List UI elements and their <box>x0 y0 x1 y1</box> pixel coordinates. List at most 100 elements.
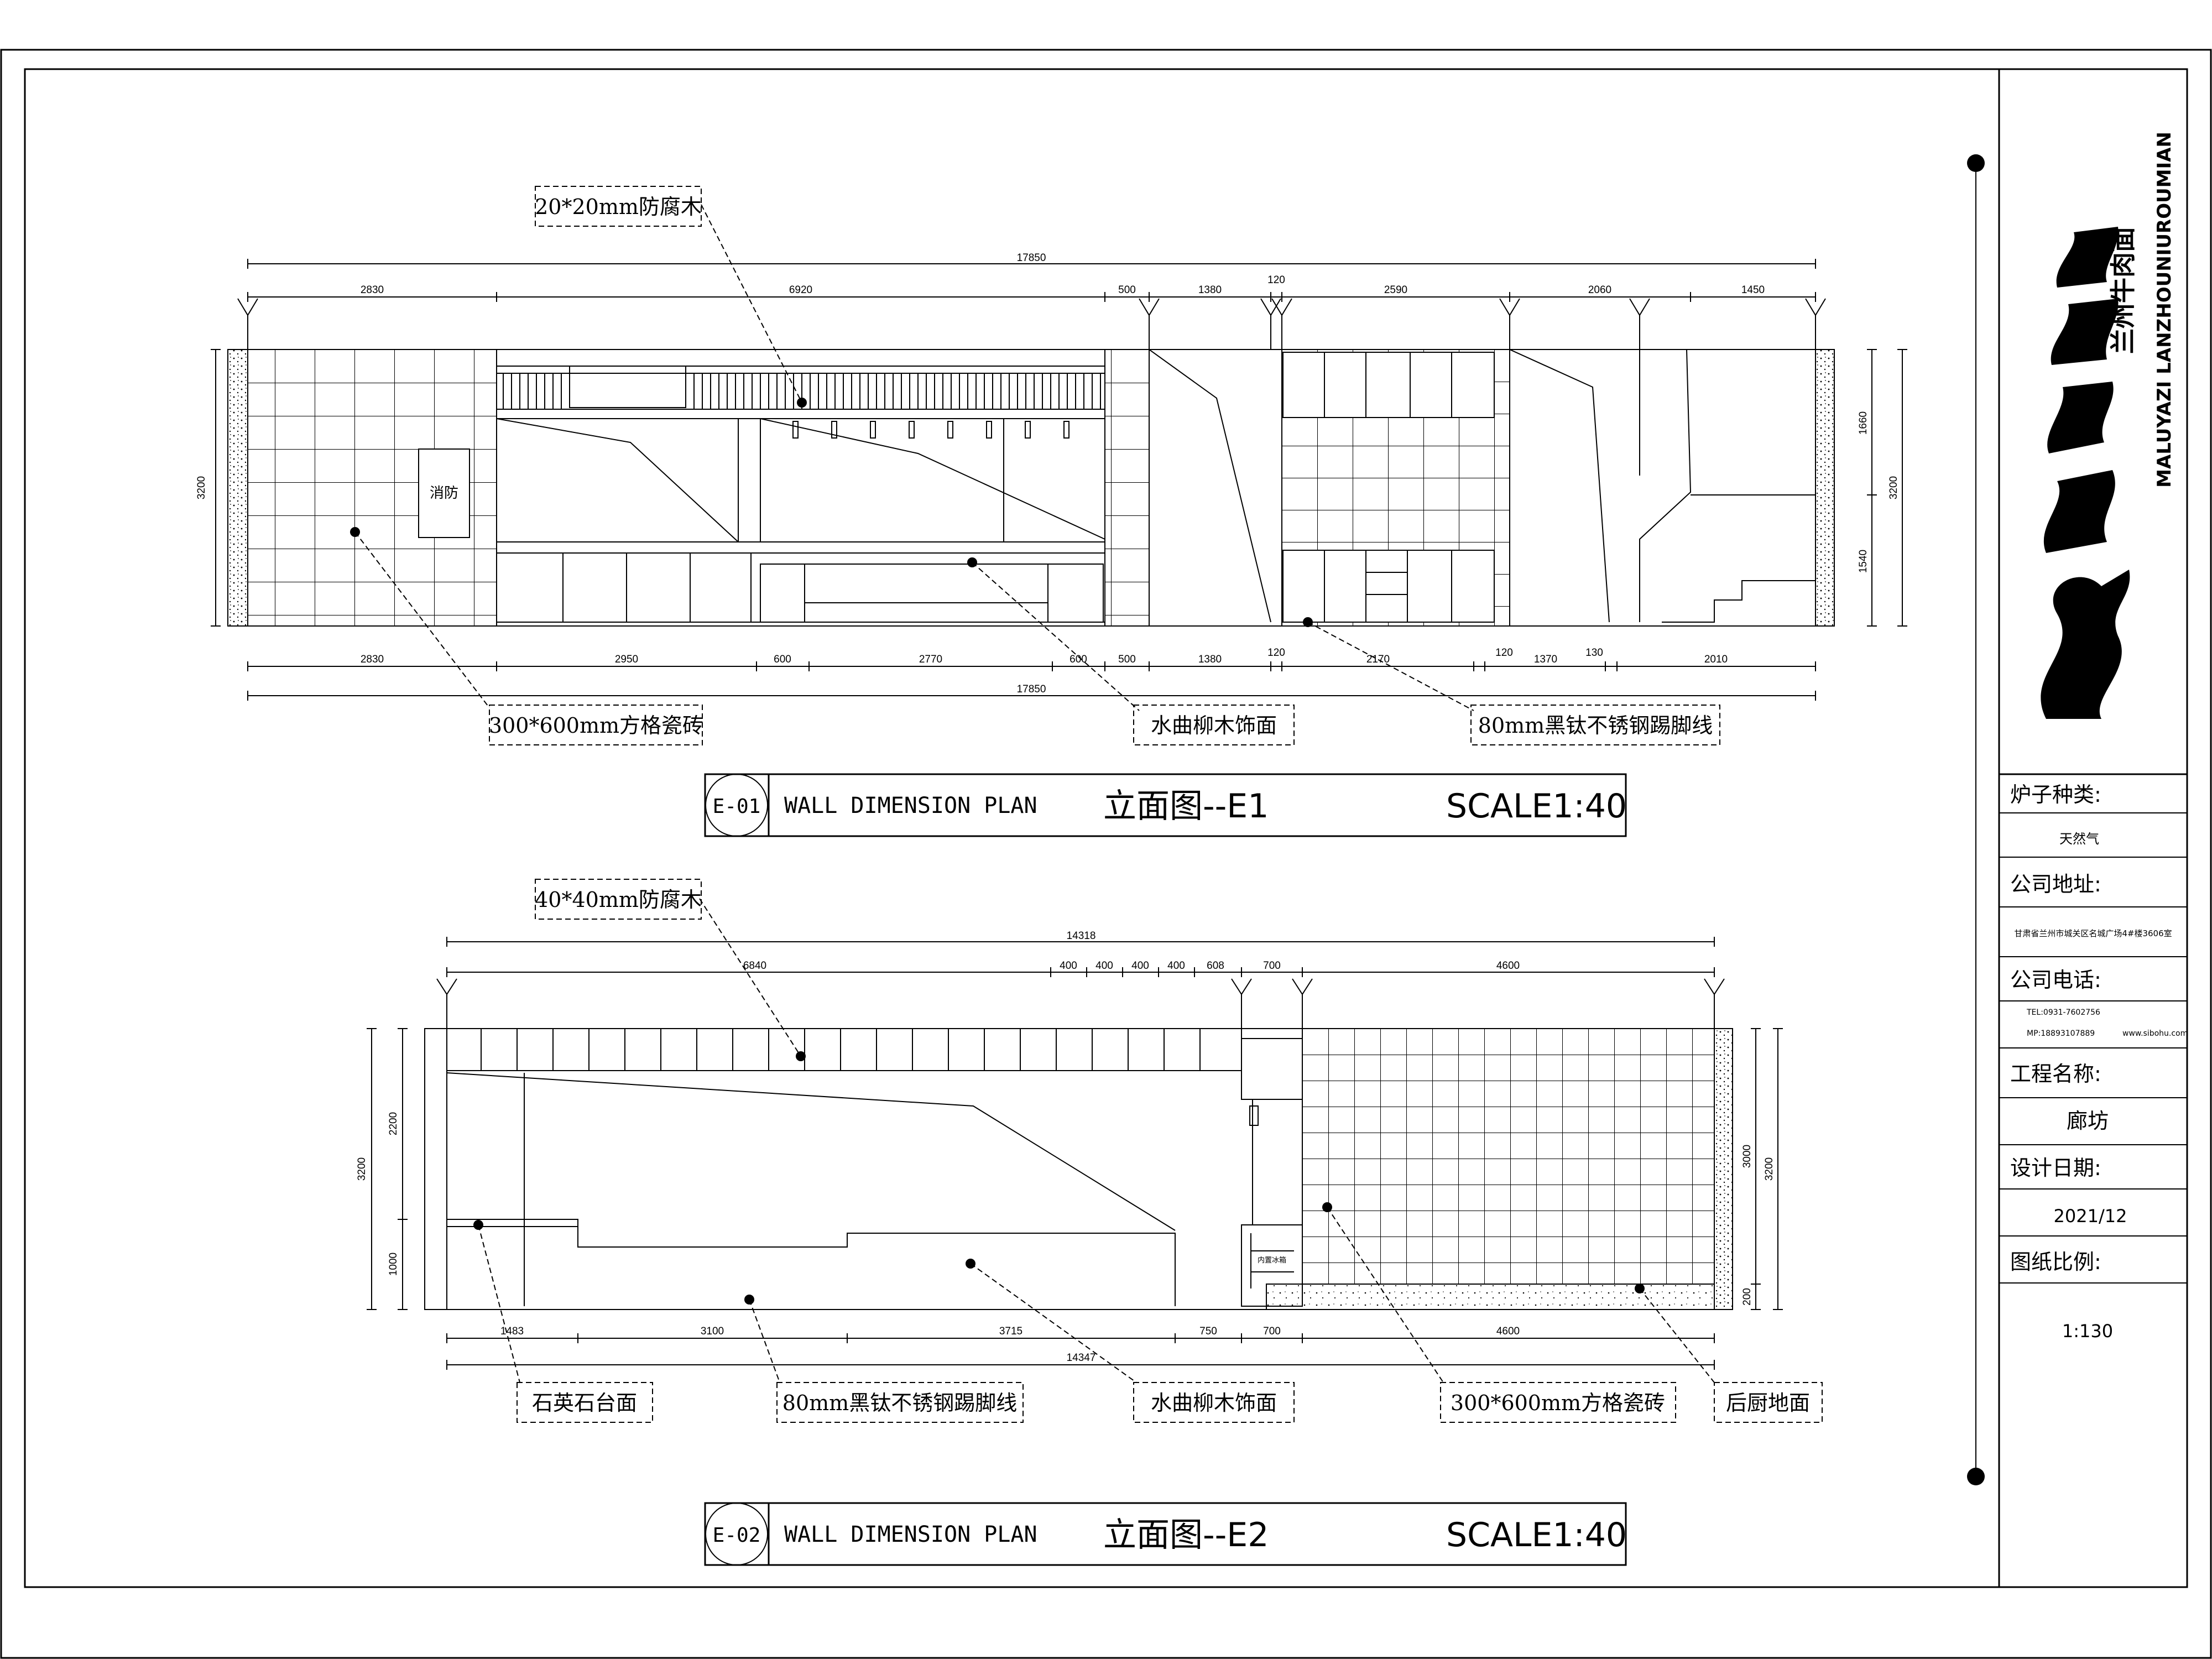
date-value: 2021/12 <box>2054 1206 2127 1227</box>
phone-mp: MP:18893107889 <box>2027 1029 2095 1038</box>
e2-dim-left-inner-1: 1000 <box>388 1253 399 1276</box>
e1-callout-boxes <box>489 186 1720 745</box>
e1-upper-cabinets <box>1282 352 1495 418</box>
e2-dim-bottom-2: 3715 <box>999 1326 1022 1337</box>
stove-label: 炉子种类: <box>2010 782 2101 807</box>
e1-dim-bottom-2: 600 <box>774 654 791 665</box>
e1-fire-label: 消防 <box>430 485 458 502</box>
e2-dim-right-inner-1: 200 <box>1741 1288 1753 1306</box>
e1-callout-dot-skirting <box>1303 617 1313 627</box>
e1-callout-willow: 水曲柳木饰面 <box>1151 713 1277 738</box>
e2-dim-bottom-4: 700 <box>1263 1326 1281 1337</box>
e1-central-wall <box>496 349 1105 627</box>
e2-dim-top-7: 4600 <box>1496 960 1520 972</box>
e1-dim-bottom-11: 130 <box>1585 647 1603 659</box>
e2-callout-willow: 水曲柳木饰面 <box>1151 1391 1277 1415</box>
phone-tel: TEL:0931-7602756 <box>2026 1008 2100 1017</box>
e2-scale: SCALE1:40 <box>1446 1516 1627 1554</box>
e1-callout-skirting: 80mm黑钛不锈钢踢脚线 <box>1478 713 1713 738</box>
e2-plan-label: WALL DIMENSION PLAN <box>784 1522 1037 1547</box>
e1-dim-bottom-10: 1370 <box>1534 654 1557 665</box>
e1-dim-overall-top: 17850 <box>1017 252 1046 264</box>
e1-plan-label: WALL DIMENSION PLAN <box>784 793 1037 818</box>
e2-dim-bottom-1: 3100 <box>701 1326 724 1337</box>
website: www.sibohu.com <box>2122 1029 2188 1038</box>
brand-logo-icon <box>2041 227 2130 719</box>
e2-small-note: 内置冰箱 <box>1258 1256 1286 1265</box>
e2-callout-leaders <box>478 898 1715 1383</box>
e1-scale: SCALE1:40 <box>1446 787 1627 826</box>
elevation-e2: 14318 6840 400 400 400 400 608 700 4600 … <box>356 879 1823 1566</box>
e2-callout-dot-quartz <box>473 1220 483 1230</box>
e2-wood-slats <box>481 1029 1201 1071</box>
e2-dim-top-6: 700 <box>1263 960 1281 972</box>
e2-callout-dot-kitchen-floor <box>1635 1284 1645 1293</box>
e1-callout-leaders <box>354 204 1474 711</box>
e1-code: E-01 <box>713 795 761 818</box>
e2-dim-top-3: 400 <box>1131 960 1149 972</box>
e1-tile-strip <box>1104 349 1150 627</box>
e2-callout-dot-skirting <box>744 1295 754 1305</box>
e2-dim-left-inner-0: 2200 <box>388 1112 399 1135</box>
e1-lower-cabinets <box>1282 550 1495 623</box>
e1-dim-top-2: 500 <box>1118 284 1136 296</box>
e1-callout-dot-wood <box>797 398 807 408</box>
e1-callout-tile: 300*600mm方格瓷砖 <box>489 713 703 738</box>
stove-value: 天然气 <box>2059 831 2099 847</box>
e1-code-circle <box>705 774 768 837</box>
e2-code: E-02 <box>713 1524 761 1547</box>
e2-callout-boxes <box>517 879 1823 1423</box>
e2-dim-top-1: 400 <box>1060 960 1077 972</box>
e2-callout-tile: 300*600mm方格瓷砖 <box>1451 1391 1665 1415</box>
e2-floor-strip <box>1266 1284 1715 1310</box>
e2-dim-right-outer: 3200 <box>1764 1157 1775 1181</box>
e1-dim-top-0: 2830 <box>361 284 384 296</box>
e1-dim-bottom-7: 120 <box>1267 647 1285 659</box>
e2-top-dimensions <box>436 937 1725 1029</box>
e1-dim-bottom-6: 1380 <box>1198 654 1222 665</box>
e2-dim-bottom-3: 750 <box>1199 1326 1217 1337</box>
e2-callout-dot-tile <box>1322 1202 1332 1212</box>
e2-callout-quartz: 石英石台面 <box>532 1391 637 1415</box>
e2-dim-overall-bottom: 14347 <box>1067 1352 1096 1364</box>
e1-dim-right-total: 3200 <box>1888 476 1900 499</box>
e1-dim-top-6: 2060 <box>1588 284 1611 296</box>
e1-dim-bottom-12: 2010 <box>1704 654 1728 665</box>
outer-frame <box>0 49 2212 1659</box>
e2-left-edge <box>424 1028 447 1310</box>
e1-dim-right-0: 1660 <box>1858 411 1869 435</box>
e1-top-dimensions <box>237 259 1826 349</box>
e1-callout-dot-willow <box>967 557 977 567</box>
e1-dim-right-1: 1540 <box>1858 550 1869 573</box>
e1-concrete-right <box>1815 349 1835 627</box>
e2-title: 立面图--E2 <box>1103 1516 1269 1554</box>
e1-callout-wood: 20*20mm防腐木 <box>535 195 702 219</box>
e1-dim-bottom-1: 2950 <box>615 654 638 665</box>
e2-dim-bottom-0: 1483 <box>500 1326 524 1337</box>
e1-dim-bottom-4: 600 <box>1070 654 1087 665</box>
scale-label: 图纸比例: <box>2010 1250 2101 1274</box>
e2-fridge-upper <box>1241 1038 1303 1100</box>
e1-dim-bottom-5: 500 <box>1118 654 1136 665</box>
e2-dim-left-outer: 3200 <box>356 1157 368 1181</box>
address-label: 公司地址: <box>2010 872 2101 896</box>
e2-bottom-dimensions <box>446 1333 1715 1370</box>
inner-frame <box>24 68 2188 1588</box>
e1-dim-bottom-0: 2830 <box>361 654 384 665</box>
e2-callout-dot-willow <box>966 1259 975 1269</box>
e1-dim-left: 3200 <box>196 476 207 499</box>
e2-dim-top-2: 400 <box>1095 960 1113 972</box>
e2-callout-kitchen-floor: 后厨地面 <box>1726 1391 1810 1415</box>
e2-tile-field <box>1302 1028 1715 1285</box>
title-block: 兰州牛肉面 MALUYAZI LANZHOUNIUROUMIAN 炉子种类: 天… <box>1967 69 2188 1587</box>
e1-callout-dot-tile <box>350 527 360 537</box>
e1-dim-top-7: 1450 <box>1741 284 1765 296</box>
e1-hooks <box>792 421 1070 439</box>
binding-dot-top <box>1967 154 1985 172</box>
elevation-e1: 17850 2830 6920 500 1380 120 2590 2060 1… <box>196 186 1907 837</box>
e1-dim-top-1: 6920 <box>789 284 812 296</box>
brand-name-en: MALUYAZI LANZHOUNIUROUMIAN <box>2153 132 2176 488</box>
scale-value: 1:130 <box>2062 1321 2113 1342</box>
brand-name-cn: 兰州牛肉面 <box>2108 227 2138 354</box>
e1-dim-top-5: 2590 <box>1384 284 1407 296</box>
